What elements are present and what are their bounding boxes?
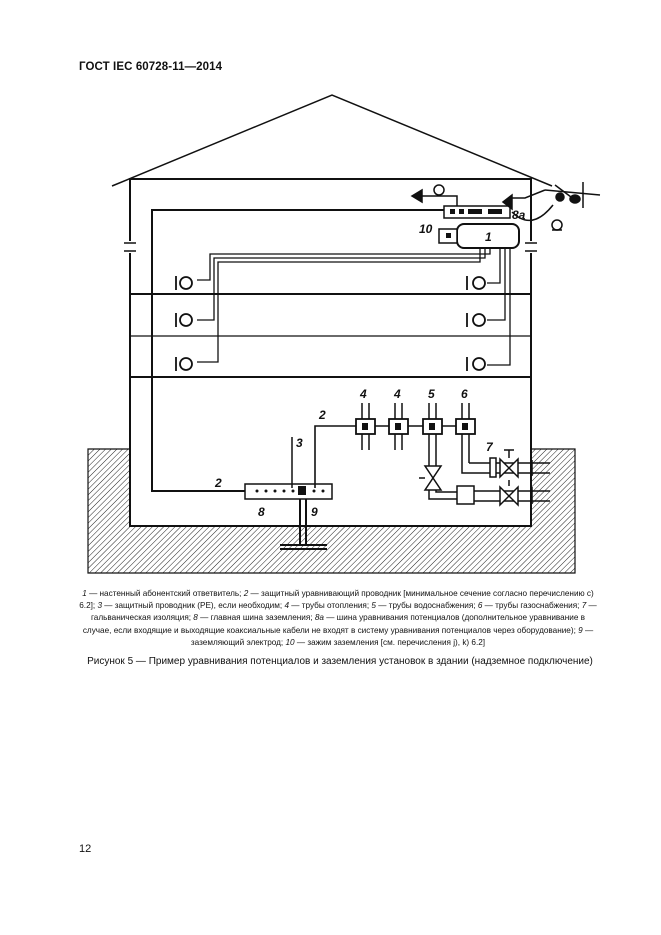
main-earthing-bus	[244, 483, 333, 500]
coax-lines-left	[197, 248, 491, 363]
legend-item: 10 — зажим заземления [см. перечисления …	[285, 637, 486, 647]
legend-item: 1 — настенный абонентский ответвитель;	[82, 589, 244, 598]
label-10: 10	[419, 222, 433, 236]
label-8: 8	[258, 505, 265, 519]
legend-item: 7 — гальваническая изоляция;	[90, 601, 597, 623]
legend-item: 3 — защитный проводник (РЕ), если необхо…	[97, 601, 285, 611]
building-wall	[129, 178, 532, 527]
pipes	[361, 403, 470, 470]
coax-lines-right	[487, 248, 511, 366]
gas-pipe	[461, 449, 550, 479]
label-9: 9	[311, 505, 318, 519]
socket-icons-left	[175, 276, 193, 371]
legend-item: 8а — шина уравнивания потенциалов (допол…	[82, 613, 585, 635]
socket-icons-right	[466, 276, 486, 371]
document-header: ГОСТ IEC 60728-11—2014	[79, 61, 223, 73]
wall-break-right	[525, 241, 537, 253]
figure-caption: Рисунок 5 — Пример уравнивания потенциал…	[87, 656, 593, 667]
label-2-left: 2	[214, 476, 222, 490]
conductor-2-right	[314, 425, 465, 488]
label-7: 7	[486, 440, 494, 454]
legend-item: 6 — трубы газоснабжения;	[477, 601, 582, 611]
legend-item: 4 — трубы отопления;	[284, 601, 372, 611]
legend-item: 5 — трубы водоснабжения;	[371, 601, 478, 611]
label-5: 5	[428, 387, 435, 401]
equipotential-bonding-diagram: 1 10 8а 2 2 3 4 4 5 6 7 8 9	[87, 94, 601, 574]
wall-break-left	[124, 241, 136, 253]
label-3: 3	[296, 436, 303, 450]
roof	[111, 94, 553, 187]
coax-outgoing	[410, 184, 458, 206]
legend-item: 8 — главная шина заземления;	[193, 613, 315, 623]
earthing-electrode	[280, 499, 327, 550]
label-4b: 4	[393, 387, 401, 401]
conductor-2-left	[151, 209, 445, 492]
page-number: 12	[79, 843, 92, 855]
legend-item: 9 — заземляющий электрод;	[190, 625, 594, 647]
label-8a: 8а	[512, 208, 526, 222]
label-2-right: 2	[318, 408, 326, 422]
coax-incoming	[501, 182, 601, 231]
legend-item: 2 — защитный уравнивающий проводник [мин…	[79, 589, 594, 611]
label-4a: 4	[359, 387, 367, 401]
water-pipe	[419, 465, 550, 507]
label-1: 1	[485, 230, 492, 244]
figure-legend: 1 — настенный абонентский ответвитель; 2…	[78, 588, 598, 649]
label-6: 6	[461, 387, 468, 401]
